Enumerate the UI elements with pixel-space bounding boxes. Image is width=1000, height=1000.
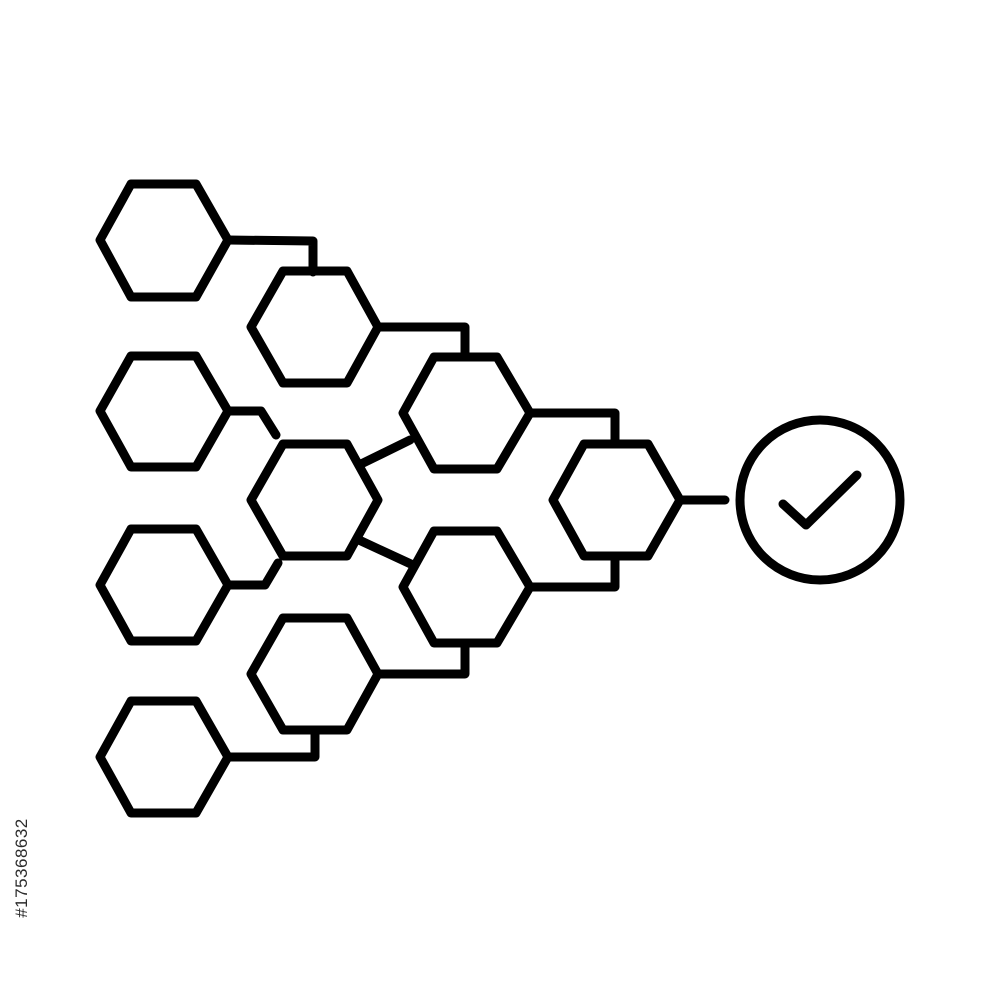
hexagon-icon	[95, 351, 233, 472]
hexagon-icon	[246, 613, 383, 735]
hexagon-icon	[398, 526, 535, 648]
connector-mergeE-output	[525, 553, 620, 592]
watermark: #175368632	[4, 740, 44, 1000]
watermark-id: #175368632	[12, 818, 31, 918]
connector-input1-mergeA	[223, 235, 318, 277]
check-circle-icon	[735, 415, 905, 585]
connectors	[223, 235, 730, 762]
connector-input3-mergeB	[223, 558, 283, 590]
hexagon-icon	[95, 696, 233, 818]
hexagon-icon	[246, 266, 383, 388]
hexagon-icon	[246, 439, 383, 561]
hexagon-icon	[95, 179, 233, 302]
hexagon-nodes	[95, 179, 685, 818]
connector-mergeD-mergeE	[373, 640, 470, 679]
connector-mergeB-mergeC	[354, 435, 415, 470]
checkmark-icon	[778, 470, 862, 530]
hexagon-icon	[398, 352, 535, 474]
connector-input4-mergeD	[223, 725, 320, 762]
connector-mergeA-mergeC	[373, 322, 470, 362]
hexagon-icon	[95, 524, 233, 646]
connector-mergeB-mergeE	[354, 535, 418, 570]
connector-mergeC-output	[525, 408, 620, 448]
connector-input2-mergeB	[223, 406, 281, 440]
result-circle	[735, 415, 905, 585]
hexagon-icon	[548, 439, 685, 561]
